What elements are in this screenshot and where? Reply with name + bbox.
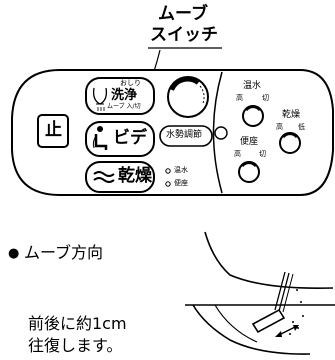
description-line2: 往復します。 <box>28 336 123 355</box>
stop-label: 止 <box>45 120 62 140</box>
warm-water-lamp <box>165 168 171 174</box>
dryer-low: 低 <box>298 123 305 131</box>
indicator-seat-label: 便座 <box>174 179 188 187</box>
bidet-label: ビデ <box>113 128 147 148</box>
move-dial[interactable] <box>167 76 209 118</box>
warm-water-title: 温水 <box>243 81 262 91</box>
seat-off: 切 <box>259 150 266 158</box>
dry-button[interactable] <box>85 161 155 193</box>
stop-button[interactable] <box>37 114 69 148</box>
dryer-high: 高 <box>276 123 283 131</box>
warm-water-high: 高 <box>236 94 243 102</box>
dry-wind-icon <box>93 171 115 183</box>
seat-lamp <box>165 181 171 187</box>
section-bullet: ● <box>8 246 20 261</box>
move-switch-callout-line2: スイッチ <box>150 25 218 45</box>
wash-move-sub-label: ムーブ 入/切 <box>107 103 141 110</box>
dryer-title: 乾燥 <box>282 110 301 120</box>
dryer-knob[interactable] <box>279 132 301 154</box>
wash-top-label: おしり <box>120 79 141 87</box>
section-heading: ムーブ方向 <box>24 243 104 262</box>
dry-label: 乾燥 <box>118 166 152 186</box>
bidet-button[interactable] <box>85 121 155 157</box>
sensor-circle <box>214 126 228 140</box>
warm-water-knob[interactable] <box>242 105 264 127</box>
water-pressure-button[interactable] <box>159 125 213 147</box>
nozzle-movement-diagram <box>185 231 335 355</box>
wash-button[interactable] <box>85 77 155 115</box>
move-switch-callout-line1: ムーブ <box>158 4 208 24</box>
wash-person-icon <box>92 87 108 111</box>
seat-knob[interactable] <box>238 161 260 183</box>
control-panel <box>11 47 334 196</box>
water-pressure-label: 水勢調節 <box>166 130 203 140</box>
indicator-warm-water-label: 温水 <box>174 166 188 174</box>
seat-high: 高 <box>234 150 241 158</box>
seat-title: 便座 <box>240 137 259 147</box>
bidet-person-icon <box>92 126 108 150</box>
description-line1: 前後に約1cm <box>28 314 127 333</box>
wash-label: 洗浄 <box>111 88 138 103</box>
warm-water-off: 切 <box>262 94 269 102</box>
